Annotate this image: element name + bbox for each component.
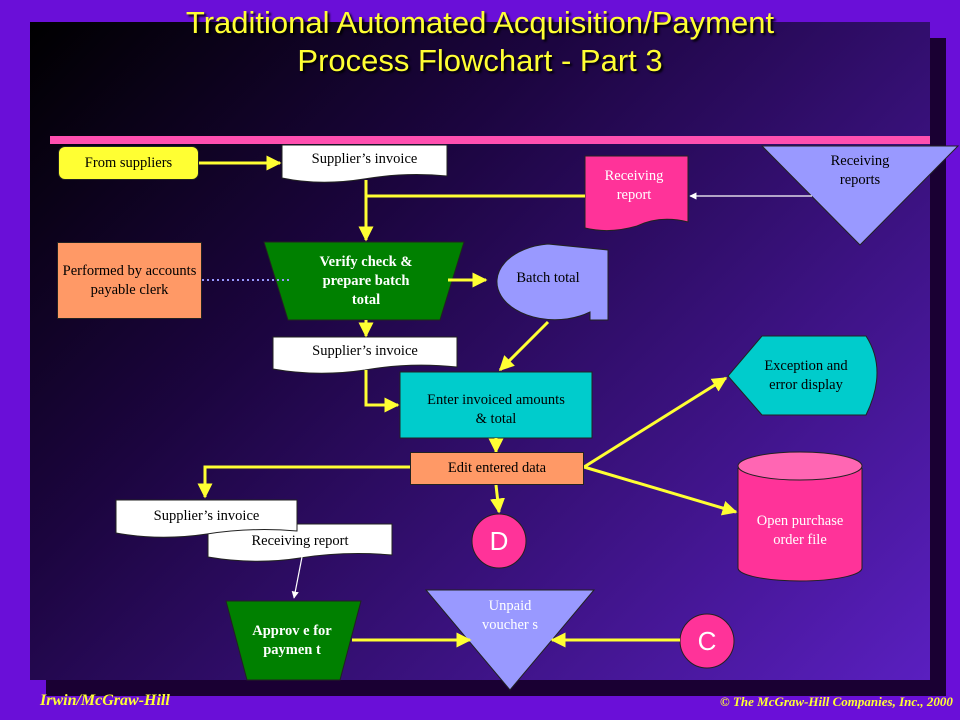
approve-payment-label: Approv e for paymen t — [252, 623, 332, 658]
suppliers-invoice-mid-shape — [272, 336, 458, 374]
flow-invoice-to-enter — [364, 370, 400, 413]
edit-entered-label: Edit entered data — [447, 460, 547, 476]
edit-entered-box: Edit entered data — [410, 452, 584, 485]
open-po-file-top — [737, 451, 863, 481]
from-suppliers-terminal: From suppliers — [58, 146, 199, 180]
enter-invoiced-shape — [399, 371, 593, 439]
receiving-report-low-label: Receiving report — [251, 532, 349, 549]
open-po-file-shape — [737, 468, 863, 582]
flow-edit-to-exception — [583, 376, 728, 469]
suppliers-invoice-low-shape — [115, 499, 298, 538]
suppliers-invoice-top-shape — [281, 144, 448, 183]
unpaid-vouchers-label: Unpaid voucher s — [482, 598, 538, 633]
connector-d-shape — [471, 513, 527, 569]
flow-receiving-low-to-approve — [291, 556, 303, 599]
footer-publisher: Irwin/McGraw-Hill — [40, 692, 170, 709]
enter-invoiced-label: Enter invoiced amounts & total — [427, 392, 565, 427]
connector-c-label: C — [697, 625, 717, 656]
performed-by-annotation: Performed by accounts payable clerk — [57, 242, 202, 319]
flow-edit-to-invoice-low — [197, 465, 410, 499]
verify-check-label: Verify check & prepare batch total — [319, 253, 413, 308]
suppliers-invoice-mid-label: Supplier’s invoice — [312, 342, 418, 359]
suppliers-invoice-top-label: Supplier’s invoice — [311, 150, 418, 167]
receiving-reports-file-label: Receiving reports — [830, 153, 890, 188]
flow-receiving-to-verify — [358, 194, 585, 242]
receiving-report-doc-shape — [584, 155, 689, 232]
flow-edit-to-po-file — [583, 465, 738, 516]
receiving-report-doc-label: Receiving report — [604, 168, 664, 203]
flow-edit-to-d — [490, 484, 505, 514]
connector-d-label: D — [489, 525, 509, 556]
from-suppliers-label: From suppliers — [84, 154, 173, 171]
divider-bar — [50, 136, 930, 144]
verify-check-shape — [263, 241, 465, 321]
title-line-1: Traditional Automated Acquisition/Paymen… — [185, 5, 775, 40]
batch-total-label: Batch total — [516, 269, 580, 286]
slide-title: Traditional Automated Acquisition/Paymen… — [0, 4, 960, 80]
exception-display-label: Exception and error display — [764, 358, 848, 393]
footer-copyright: © The McGraw-Hill Companies, Inc., 2000 — [720, 694, 953, 709]
receiving-report-low-shape — [207, 523, 393, 562]
performed-by-label: Performed by accounts payable clerk — [62, 262, 197, 298]
batch-total-shape — [496, 243, 609, 321]
title-line-2: Process Flowchart - Part 3 — [297, 43, 663, 78]
approve-payment-shape — [225, 600, 362, 681]
flow-batch-to-enter — [498, 320, 550, 372]
open-po-file-label: Open purchase order file — [756, 513, 844, 548]
suppliers-invoice-low-label: Supplier’s invoice — [153, 507, 260, 524]
exception-display-shape — [727, 335, 878, 416]
